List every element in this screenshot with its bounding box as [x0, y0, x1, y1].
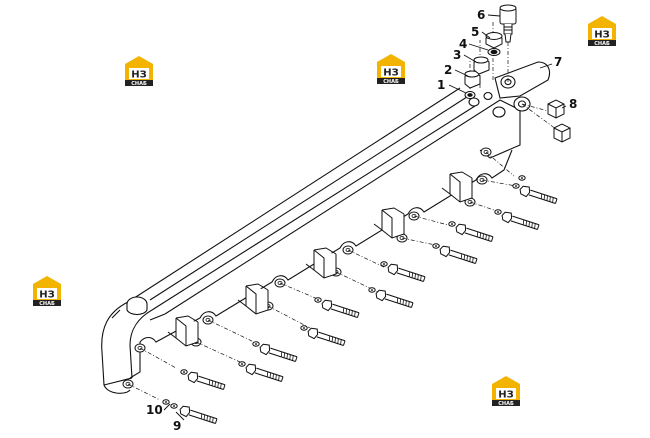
side-nuts — [547, 99, 571, 143]
top-fittings — [464, 4, 517, 99]
watermark-logo: НЗ СНАБ — [377, 54, 405, 85]
end-cap — [126, 296, 148, 316]
watermark-logo-text: НЗ — [498, 390, 513, 401]
watermark-logo-text: НЗ — [39, 290, 54, 301]
watermark-logo-subtext: СНАБ — [383, 79, 399, 85]
callout-2: 2 — [444, 63, 452, 77]
callout-labels: 1 2 3 4 5 6 7 8 9 10 — [146, 8, 577, 433]
watermark-logo: НЗ СНАБ — [588, 16, 616, 47]
callout-7: 7 — [554, 55, 562, 69]
callout-1: 1 — [437, 78, 445, 92]
watermark-logo-subtext: СНАБ — [498, 401, 514, 407]
callout-8: 8 — [569, 97, 577, 111]
watermark-logo-subtext: СНАБ — [39, 301, 55, 307]
watermark-logo: НЗ СНАБ — [492, 376, 520, 407]
callout-9: 9 — [173, 419, 181, 433]
callout-leaders — [163, 14, 567, 421]
watermark-logo-subtext: СНАБ — [131, 81, 147, 87]
callout-4: 4 — [459, 37, 467, 51]
callout-10: 10 — [146, 403, 163, 417]
callout-6: 6 — [477, 8, 485, 22]
watermark-logo-subtext: СНАБ — [594, 41, 610, 47]
fuel-rail — [101, 87, 521, 394]
watermark-logo: НЗ СНАБ — [125, 56, 153, 87]
callout-3: 3 — [453, 48, 461, 62]
watermark-logo-text: НЗ — [594, 30, 609, 41]
watermark-logo-text: НЗ — [383, 68, 398, 79]
watermark-logo-text: НЗ — [131, 70, 146, 81]
callout-5: 5 — [471, 25, 479, 39]
watermark-logo: НЗ СНАБ — [33, 276, 61, 307]
